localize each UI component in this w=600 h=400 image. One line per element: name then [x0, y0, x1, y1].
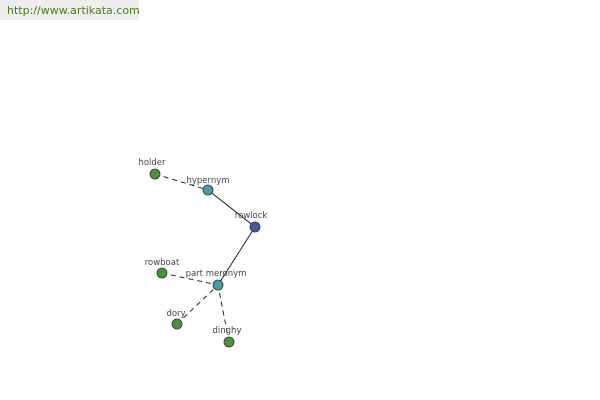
node-circle-rowlock[interactable]	[249, 221, 261, 233]
node-label-part_meronym: part meronym	[186, 269, 247, 279]
edge-dory-part_meronym	[176, 284, 219, 325]
node-rowboat[interactable]: rowboat	[145, 258, 180, 279]
graph-nodes: rowlock hypernym holder part meronym rowboat…	[138, 158, 268, 348]
node-circle-dinghy[interactable]	[223, 336, 235, 348]
node-dory[interactable]: dory	[166, 309, 186, 330]
source-url-link[interactable]: http://www.artikata.com	[7, 4, 140, 17]
node-hypernym[interactable]: hypernym	[186, 176, 230, 196]
node-label-dinghy: dinghy	[213, 326, 242, 336]
node-label-holder: holder	[138, 158, 166, 168]
node-label-rowlock: rowlock	[235, 211, 268, 221]
node-circle-rowboat[interactable]	[156, 267, 168, 279]
edge-rowboat-part_meronym	[161, 272, 219, 286]
edge-part_meronym-rowlock	[217, 226, 256, 286]
source-url-bar: http://www.artikata.com	[0, 0, 140, 20]
node-circle-part_meronym[interactable]	[212, 279, 224, 291]
node-dinghy[interactable]: dinghy	[213, 326, 242, 348]
node-part_meronym[interactable]: part meronym	[186, 269, 247, 291]
node-circle-holder[interactable]	[149, 168, 161, 180]
node-rowlock[interactable]: rowlock	[235, 211, 268, 233]
node-label-rowboat: rowboat	[145, 258, 180, 268]
edge-holder-hypernym	[154, 173, 209, 191]
node-circle-dory[interactable]	[171, 318, 183, 330]
node-label-hypernym: hypernym	[186, 176, 229, 186]
graph-edges	[154, 173, 256, 343]
node-circle-hypernym[interactable]	[202, 184, 214, 196]
edge-hypernym-rowlock	[207, 189, 256, 228]
node-label-dory: dory	[166, 309, 185, 319]
edge-dinghy-part_meronym	[217, 284, 230, 343]
node-holder[interactable]: holder	[138, 158, 166, 180]
